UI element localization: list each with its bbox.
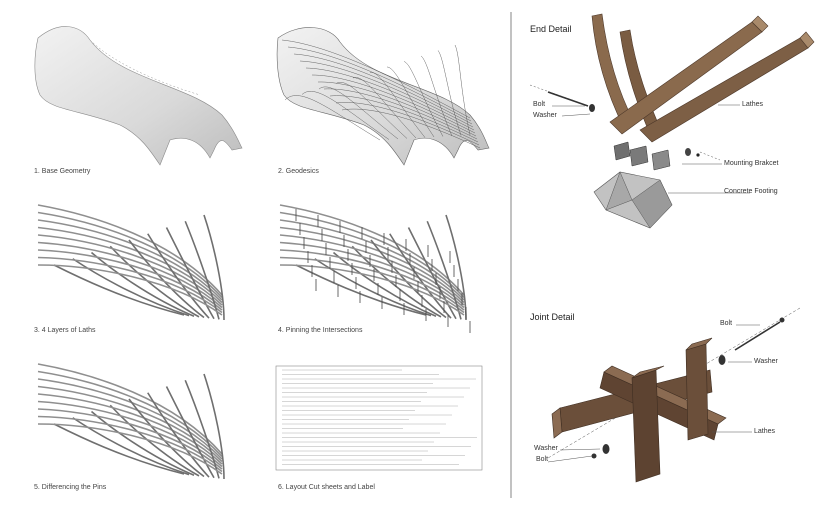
joint-detail-title: Joint Detail (530, 312, 575, 322)
end-detail-bracket-label: Mounting Brakcet (724, 160, 779, 167)
cut-sheets-illustration (275, 365, 483, 471)
step-4-caption: 4. Pinning the Intersections (278, 327, 363, 334)
laths-lattice-illustration (37, 204, 225, 321)
step-5-caption: 5. Differencing the Pins (34, 484, 107, 491)
end-detail-title: End Detail (530, 24, 572, 34)
differenced-lattice-illustration (37, 363, 225, 480)
step-1-caption: 1. Base Geometry (34, 168, 91, 175)
end-detail-bolt-label: Bolt (533, 101, 546, 108)
step-6-caption: 6. Layout Cut sheets and Label (278, 484, 375, 491)
joint-detail-washer-top-label: Washer (754, 358, 778, 365)
end-detail-washer-label: Washer (533, 112, 557, 119)
base-geometry-illustration (34, 26, 243, 166)
pinned-lattice-illustration (279, 204, 471, 333)
end-detail-lathes-label: Lathes (742, 101, 764, 108)
joint-detail-lathes-label: Lathes (754, 428, 776, 435)
joint-detail-illustration (547, 307, 801, 483)
step-2-caption: 2. Geodesics (278, 168, 319, 175)
joint-detail-bolt-top-label: Bolt (720, 320, 733, 327)
end-detail-footing-label: Concrete Footing (724, 188, 778, 195)
end-detail-illustration (529, 13, 815, 229)
geodesics-illustration (276, 27, 490, 166)
joint-detail-washer-bottom-label: Washer (534, 445, 558, 452)
step-3-caption: 3. 4 Layers of Laths (34, 327, 96, 334)
joint-detail-bolt-bottom-label: Bolt (536, 456, 549, 463)
